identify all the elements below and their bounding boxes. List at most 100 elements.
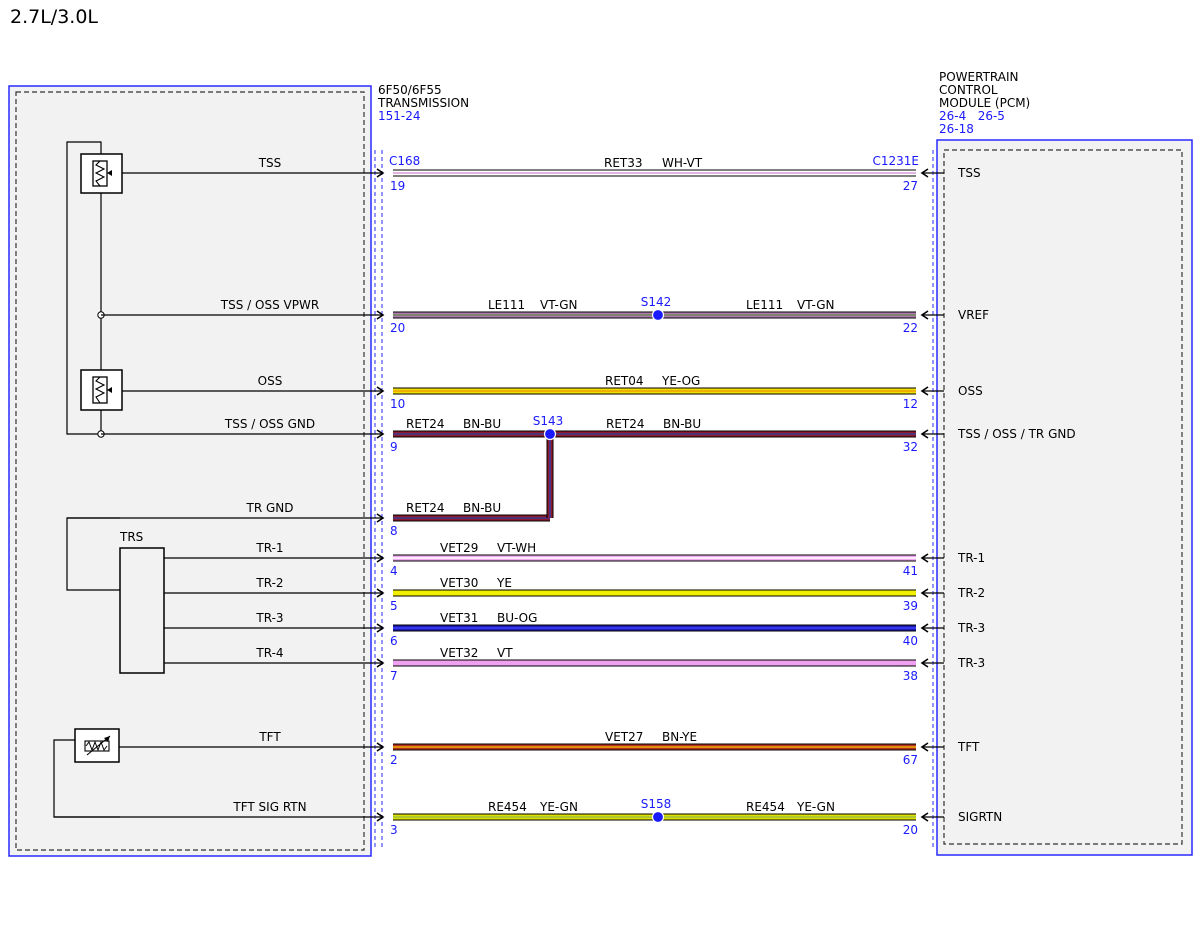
wire-color-code: YE — [496, 576, 512, 590]
pin-number-right: 41 — [903, 564, 918, 578]
circuit-label: TSS / OSS GND — [224, 417, 315, 431]
splice-icon[interactable] — [651, 810, 665, 824]
wire-color-code: VT-GN — [797, 298, 834, 312]
wire-color-code: YE-GN — [539, 800, 578, 814]
pcm-module-header: POWERTRAIN CONTROL MODULE (PCM) 26-4 26-… — [939, 71, 1030, 136]
wire-color-code: VT — [497, 646, 513, 660]
wire-code: LE111 — [488, 298, 525, 312]
circuit-label: TR-3 — [255, 611, 283, 625]
circuit-label: TFT SIG RTN — [232, 800, 306, 814]
oss-sensor-icon — [80, 369, 123, 411]
pcm-pin-label: TR-2 — [957, 586, 985, 600]
wire-color-code: VT-WH — [497, 541, 536, 555]
splice-icon[interactable] — [543, 427, 557, 441]
wire-code: RET24 — [406, 417, 445, 431]
pin-arrow-icon — [920, 658, 929, 668]
pin-number-left: 9 — [390, 440, 398, 454]
splice-label[interactable]: S142 — [641, 295, 672, 309]
wire-code: RET24 — [606, 417, 645, 431]
pin-number-right: 67 — [903, 753, 918, 767]
circuit-label: OSS — [258, 374, 283, 388]
pcm-pin-label: SIGRTN — [958, 810, 1002, 824]
pin-arrow-icon — [920, 588, 929, 598]
pcm-pin-label: TR-3 — [957, 621, 985, 635]
circuit-label: TR-2 — [255, 576, 283, 590]
pin-arrow-icon — [920, 168, 929, 178]
pin-arrow-icon — [376, 658, 385, 668]
pin-number-left: 2 — [390, 753, 398, 767]
wire-code: VET29 — [440, 541, 478, 555]
pin-arrow-icon — [376, 588, 385, 598]
pin-number-left: 4 — [390, 564, 398, 578]
pin-arrow-icon — [376, 553, 385, 563]
wire-color-code: BU-OG — [497, 611, 537, 625]
pin-arrow-icon — [920, 429, 929, 439]
wire-color-code: WH-VT — [662, 156, 703, 170]
wire-code: RET04 — [605, 374, 644, 388]
pin-number-right: 27 — [903, 179, 918, 193]
pcm-pin-label: TSS — [957, 166, 981, 180]
pin-number-left: 3 — [390, 823, 398, 837]
pin-arrow-icon — [920, 310, 929, 320]
pin-arrow-icon — [376, 168, 385, 178]
trs-switch-box — [119, 547, 165, 674]
pin-number-left: 20 — [390, 321, 405, 335]
pcm-name-line3: MODULE (PCM) — [939, 96, 1031, 110]
transmission-module-header: 6F50/6F55 TRANSMISSION 151-24 — [378, 84, 469, 123]
splice-label[interactable]: S158 — [641, 797, 672, 811]
circuit-label: TR-1 — [255, 541, 283, 555]
pin-number-left: 10 — [390, 397, 405, 411]
c1231e-connector-label[interactable]: C1231E — [873, 154, 920, 168]
pin-number-right: 22 — [903, 321, 918, 335]
pin-arrow-icon — [376, 812, 385, 822]
wire-code: VET27 — [605, 730, 643, 744]
page-title: 2.7L/3.0L — [10, 6, 99, 28]
circuit-label: TSS — [258, 156, 282, 170]
pin-arrow-icon — [920, 623, 929, 633]
pcm-pin-label: TR-1 — [957, 551, 985, 565]
circuit-label: TFT — [258, 730, 281, 744]
pcm-module-border — [936, 139, 1193, 856]
wire-code: VET32 — [440, 646, 478, 660]
pin-number-left: 5 — [390, 599, 398, 613]
wire-color-code: BN-BU — [663, 417, 701, 431]
wire-code: RE454 — [488, 800, 527, 814]
pcm-ref-2[interactable]: 26-5 — [977, 109, 1005, 123]
pin-number-right: 39 — [903, 599, 918, 613]
pin-number-right: 32 — [903, 440, 918, 454]
wire-color-code: BN-YE — [662, 730, 697, 744]
pin-arrow-icon — [376, 623, 385, 633]
splice-icon[interactable] — [651, 308, 665, 322]
pcm-module-inner — [943, 149, 1183, 845]
wire-color-code: YE-GN — [796, 800, 835, 814]
transmission-module-inner — [15, 91, 365, 851]
transmission-ref[interactable]: 151-24 — [378, 109, 421, 123]
splice-label[interactable]: S143 — [533, 414, 564, 428]
wire-color-code: BN-BU — [463, 417, 501, 431]
wire-code: VET30 — [440, 576, 478, 590]
pin-arrow-icon — [376, 513, 385, 523]
pcm-name-line2: CONTROL — [939, 83, 998, 97]
tss-sensor-icon — [80, 153, 123, 194]
pin-arrow-icon — [376, 742, 385, 752]
pcm-refs-row: 26-4 26-5 — [939, 110, 1030, 123]
transmission-name-line1: 6F50/6F55 — [378, 83, 442, 97]
pin-number-right: 40 — [903, 634, 918, 648]
pcm-pin-label: TSS / OSS / TR GND — [957, 427, 1076, 441]
transmission-module-border — [8, 85, 372, 857]
pin-number-left: 6 — [390, 634, 398, 648]
pin-number-left: 19 — [390, 179, 405, 193]
pcm-pin-label: VREF — [958, 308, 989, 322]
pcm-pin-label: OSS — [958, 384, 983, 398]
pcm-pin-label: TR-3 — [957, 656, 985, 670]
circuit-label: TR GND — [246, 501, 294, 515]
wire-color-code: VT-GN — [540, 298, 577, 312]
pcm-ref-1[interactable]: 26-4 — [939, 109, 967, 123]
transmission-name-line2: TRANSMISSION — [378, 96, 470, 110]
c168-connector-label[interactable]: C168 — [389, 154, 420, 168]
pcm-ref-3[interactable]: 26-18 — [939, 122, 974, 136]
pin-number-right: 12 — [903, 397, 918, 411]
pin-arrow-icon — [920, 742, 929, 752]
